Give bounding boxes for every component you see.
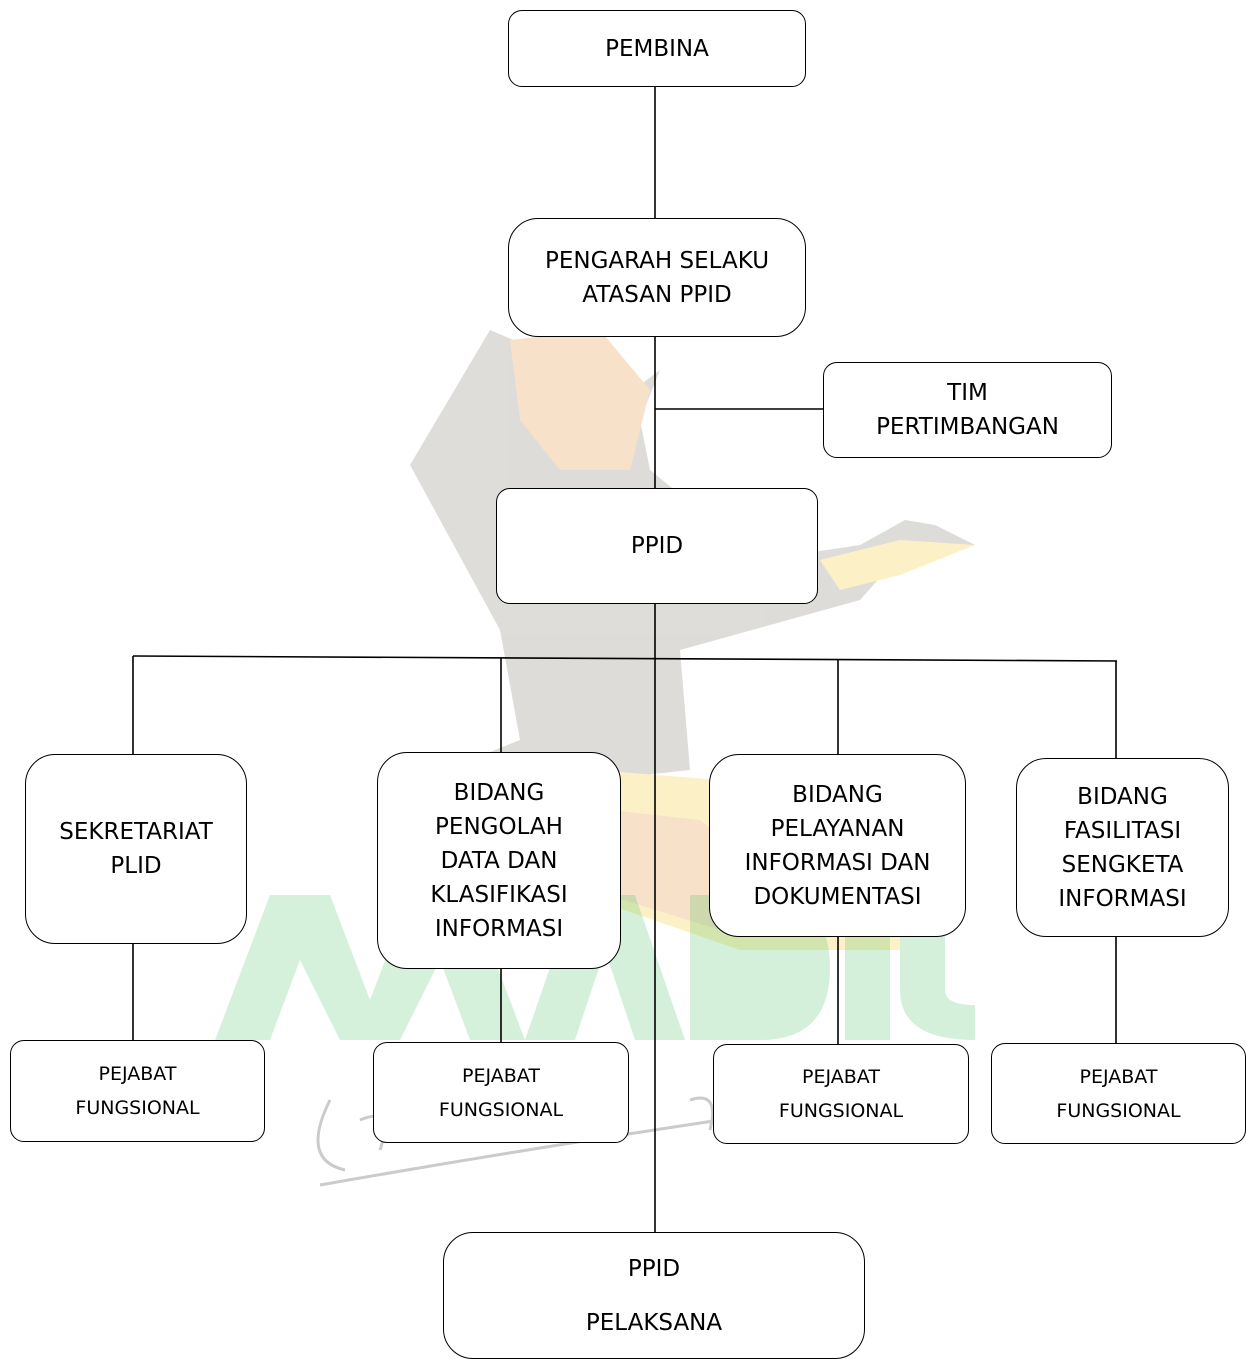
node-pelayanan-line-4: DOKUMENTASI xyxy=(753,883,922,910)
node-ppid: PPID xyxy=(496,488,818,604)
node-fungsional-1-line-1: PEJABAT xyxy=(98,1063,177,1085)
node-fungsional-2: PEJABAT FUNGSIONAL xyxy=(373,1042,629,1143)
node-bidang-fasilitasi: BIDANG FASILITASI SENGKETA INFORMASI xyxy=(1016,758,1229,937)
node-ppid-pelaksana: PPID PELAKSANA xyxy=(443,1232,865,1359)
node-tim-line-1: TIM xyxy=(947,380,988,406)
node-fasilitasi-line-2: FASILITASI xyxy=(1063,817,1182,844)
scarf-shape xyxy=(510,330,650,470)
node-pengarah-line-2: ATASAN PPID xyxy=(582,281,732,308)
node-pengolah-line-3: DATA DAN xyxy=(440,847,558,874)
node-tim-pertimbangan: TIM PERTIMBANGAN xyxy=(823,362,1112,458)
node-pelayanan-line-3: INFORMASI DAN xyxy=(744,849,931,876)
node-fasilitasi-line-4: INFORMASI xyxy=(1058,885,1187,912)
node-fungsional-1-line-2: FUNGSIONAL xyxy=(75,1097,200,1119)
node-fungsional-4-line-2: FUNGSIONAL xyxy=(1056,1099,1181,1122)
node-ppid-line-1: PPID xyxy=(630,533,684,559)
node-fasilitasi-line-1: BIDANG xyxy=(1077,783,1168,810)
node-pengarah-line-1: PENGARAH SELAKU xyxy=(544,247,770,274)
node-tim-line-2: PERTIMBANGAN xyxy=(876,414,1059,440)
node-fasilitasi-line-3: SENGKETA xyxy=(1061,851,1184,878)
node-pengolah-line-1: BIDANG xyxy=(453,779,545,806)
node-bidang-pengolah: BIDANG PENGOLAH DATA DAN KLASIFIKASI INF… xyxy=(377,752,621,969)
node-fungsional-2-line-1: PEJABAT xyxy=(462,1064,540,1087)
arm-shape xyxy=(820,540,975,590)
node-fungsional-3-line-1: PEJABAT xyxy=(802,1066,880,1088)
node-fungsional-1: PEJABAT FUNGSIONAL xyxy=(10,1040,265,1142)
node-fungsional-4-line-1: PEJABAT xyxy=(1079,1065,1158,1088)
node-sekretariat: SEKRETARIAT PLID xyxy=(25,754,247,944)
node-pembina: PEMBINA xyxy=(508,10,806,87)
node-sekretariat-line-2: PLID xyxy=(110,853,162,879)
node-pelayanan-line-2: PELAYANAN xyxy=(770,815,905,842)
line-horizontal-bus xyxy=(132,655,1118,662)
node-fungsional-4: PEJABAT FUNGSIONAL xyxy=(991,1043,1246,1144)
node-pengolah-line-2: PENGOLAH xyxy=(435,813,563,840)
node-fungsional-2-line-2: FUNGSIONAL xyxy=(438,1098,564,1121)
node-pembina-line-1: PEMBINA xyxy=(605,35,709,62)
node-bidang-pelayanan: BIDANG PELAYANAN INFORMASI DAN DOKUMENTA… xyxy=(709,754,966,937)
node-pelaksana-line-2: PELAKSANA xyxy=(585,1309,723,1336)
node-pelaksana-line-1: PPID xyxy=(627,1255,681,1282)
node-fungsional-3-line-2: FUNGSIONAL xyxy=(778,1100,904,1122)
node-pelayanan-line-1: BIDANG xyxy=(792,781,883,808)
node-sekretariat-line-1: SEKRETARIAT xyxy=(59,819,213,845)
node-pengolah-line-4: KLASIFIKASI xyxy=(430,881,568,908)
node-pengolah-line-5: INFORMASI xyxy=(434,915,564,942)
node-fungsional-3: PEJABAT FUNGSIONAL xyxy=(713,1044,969,1144)
node-pengarah: PENGARAH SELAKU ATASAN PPID xyxy=(508,218,806,337)
